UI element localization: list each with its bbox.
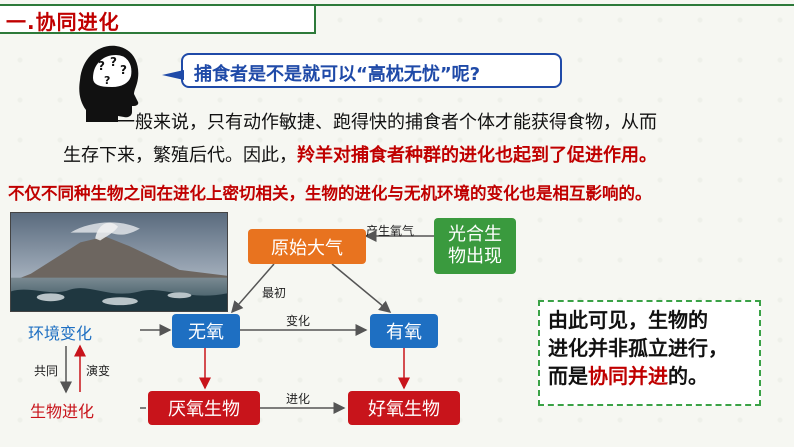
label-co: 共同 bbox=[34, 364, 59, 378]
paragraph-highlight: 羚羊对捕食者种群的进化也起到了促进作用。 bbox=[297, 145, 657, 166]
paragraph-plain: 生存下来，繁殖后代。因此， bbox=[63, 145, 297, 166]
conclusion-line-2: 进化并非孤立进行， bbox=[548, 336, 728, 360]
label-produce-oxygen: 产生氧气 bbox=[366, 224, 415, 238]
label-evolve: 演变 bbox=[86, 364, 111, 378]
paragraph-line-2: 生存下来，繁殖后代。因此，羚羊对捕食者种群的进化也起到了促进作用。 bbox=[63, 141, 657, 167]
conclusion-plain-before: 而是 bbox=[548, 364, 588, 388]
label-organism-evolution: 生物进化 bbox=[30, 402, 95, 421]
label-evolution: 进化 bbox=[286, 392, 311, 406]
node-photosynthetic-organisms: 光合生物出现 bbox=[434, 218, 516, 274]
callout-pointer bbox=[162, 70, 184, 80]
svg-text:?: ? bbox=[120, 63, 127, 77]
question-callout bbox=[181, 53, 562, 88]
conclusion-highlight: 协同并进 bbox=[588, 364, 668, 388]
conclusion-plain-after: 的。 bbox=[668, 364, 708, 388]
label-initially: 最初 bbox=[262, 286, 287, 300]
title-rule bbox=[316, 4, 794, 6]
paragraph-line-1: 一般来说，只有动作敏捷、跑得快的捕食者个体才能获得食物，从而 bbox=[117, 112, 657, 133]
svg-text:?: ? bbox=[110, 55, 117, 69]
conclusion-line-3: 而是协同并进的。 bbox=[548, 362, 728, 390]
section-title: 一.协同进化 bbox=[6, 10, 120, 34]
svg-text:?: ? bbox=[104, 74, 110, 87]
node-aerobic: 有氧 bbox=[370, 314, 438, 348]
node-anaerobic-organisms: 厌氧生物 bbox=[148, 391, 260, 425]
label-change: 变化 bbox=[286, 314, 311, 328]
conclusion-text: 由此可见，生物的 进化并非孤立进行， 而是协同并进的。 bbox=[548, 306, 728, 390]
title-bar bbox=[0, 4, 316, 34]
key-statement: 不仅不同种生物之间在进化上密切相关，生物的进化与无机环境的变化也是相互影响的。 bbox=[8, 184, 652, 203]
label-environment-change: 环境变化 bbox=[28, 324, 93, 343]
question-text: 捕食者是不是就可以“高枕无忧”呢? bbox=[194, 64, 481, 85]
node-anaerobic: 无氧 bbox=[172, 314, 240, 348]
conclusion-line-1: 由此可见，生物的 bbox=[548, 308, 708, 332]
primitive-earth-photo bbox=[10, 212, 228, 312]
node-primitive-atmosphere: 原始大气 bbox=[248, 229, 366, 264]
node-aerobic-organisms: 好氧生物 bbox=[348, 391, 460, 425]
svg-text:?: ? bbox=[98, 59, 105, 73]
thinking-head-icon: ? ? ? ? bbox=[79, 45, 139, 122]
conclusion-box bbox=[538, 300, 761, 406]
